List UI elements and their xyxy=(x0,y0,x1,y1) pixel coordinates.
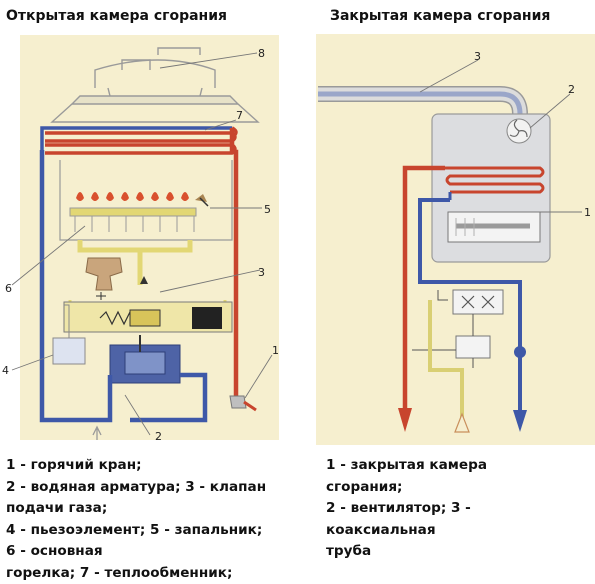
legend-line: 6 - основная xyxy=(6,543,103,559)
burner xyxy=(69,194,209,232)
label-3-coaxial: 3 xyxy=(474,50,481,63)
closed-hot-pipe xyxy=(402,165,445,412)
label-2: 2 xyxy=(155,430,162,443)
hot-water-pipe xyxy=(229,128,239,400)
label-7: 7 xyxy=(236,109,243,122)
right-leader-lines xyxy=(419,59,582,213)
legend-closed-chamber: 1 - закрытая камера сгорания; 2 - вентил… xyxy=(326,455,487,563)
water-armature xyxy=(109,335,181,384)
title-open-chamber: Открытая камера сгорания xyxy=(6,8,228,24)
label-5: 5 xyxy=(264,203,271,216)
hot-tap xyxy=(229,395,257,412)
piezo-element xyxy=(52,337,86,365)
left-diagram: 8 7 5 3 6 4 2 1 xyxy=(2,47,279,443)
flue-hood xyxy=(50,47,260,123)
legend-line: подачи газа; xyxy=(6,500,108,516)
legend-line: труба xyxy=(326,543,372,559)
label-2-fan: 2 xyxy=(568,83,575,96)
label-3: 3 xyxy=(258,266,265,279)
heat-exchanger-coil xyxy=(40,126,238,155)
label-4: 4 xyxy=(2,364,9,377)
label-1-chamber: 1 xyxy=(584,206,591,219)
closed-gas-pipe xyxy=(428,300,464,420)
label-1: 1 xyxy=(272,344,279,357)
cold-water-pipe xyxy=(39,150,208,423)
water-valve xyxy=(514,346,526,358)
legend-line: сгорания; xyxy=(326,478,403,495)
left-leader-lines xyxy=(11,52,273,436)
legend-open-chamber: 1 - горячий кран; 2 - водяная арматура; … xyxy=(6,455,266,584)
fan-icon xyxy=(506,118,532,144)
gas-valve xyxy=(63,257,233,333)
legend-line: 1 - закрытая камера xyxy=(326,457,488,473)
legend-line: 1 - горячий кран; xyxy=(6,457,142,473)
hot-outlet-arrow xyxy=(398,408,412,432)
cold-inlet-arrow xyxy=(92,425,102,440)
closed-burner xyxy=(447,211,541,243)
title-closed-chamber: Закрытая камера сгорания xyxy=(330,8,551,24)
legend-line: 2 - вентилятор; 3 - xyxy=(326,500,471,516)
combustion-chamber xyxy=(59,160,233,241)
burner-flames xyxy=(76,192,189,201)
closed-cold-pipe xyxy=(418,198,522,412)
legend-line: горелка; 7 - теплообменник; xyxy=(6,564,233,581)
legend-line: 2 - водяная арматура; 3 - клапан xyxy=(6,478,267,495)
label-6: 6 xyxy=(5,282,12,295)
right-diagram: 3 2 1 xyxy=(318,50,591,433)
label-8: 8 xyxy=(258,47,265,60)
legend-line: коаксиальная xyxy=(326,521,436,538)
cold-inlet-arrow-right xyxy=(513,410,527,432)
gas-inlet-arrow xyxy=(454,412,470,433)
closed-gas-valve xyxy=(412,289,504,368)
legend-line: 4 - пьезоэлемент; 5 - запальник; xyxy=(6,521,263,538)
